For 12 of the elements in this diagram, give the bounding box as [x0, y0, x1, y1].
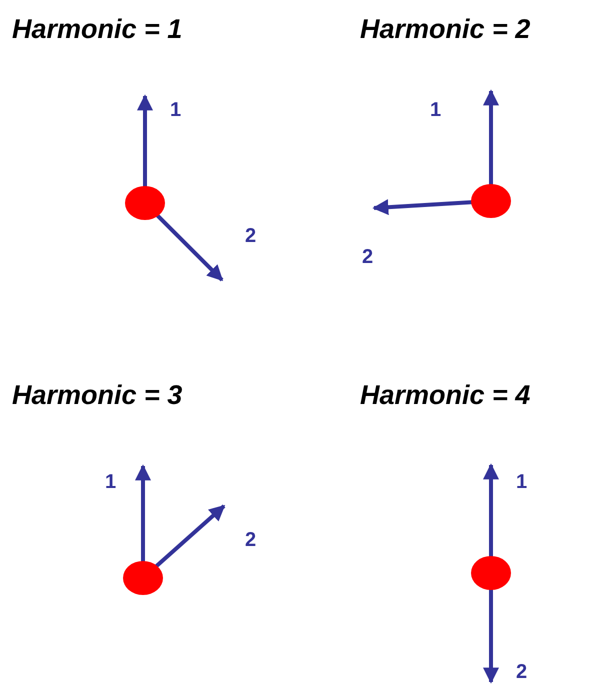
vector-label: 2 [245, 530, 256, 550]
vector-label: 2 [245, 226, 256, 246]
vector-label: 1 [170, 100, 182, 120]
panel-title: Harmonic = 1 [12, 16, 182, 43]
panel-title: Harmonic = 3 [12, 382, 182, 409]
panel-title: Harmonic = 2 [360, 16, 530, 43]
vector-label: 1 [430, 100, 442, 120]
vector-label: 2 [516, 662, 528, 682]
panel-title: Harmonic = 4 [360, 382, 530, 409]
vector-label: 1 [516, 472, 528, 492]
vector-label: 1 [105, 472, 116, 492]
vector-label: 2 [362, 247, 374, 267]
